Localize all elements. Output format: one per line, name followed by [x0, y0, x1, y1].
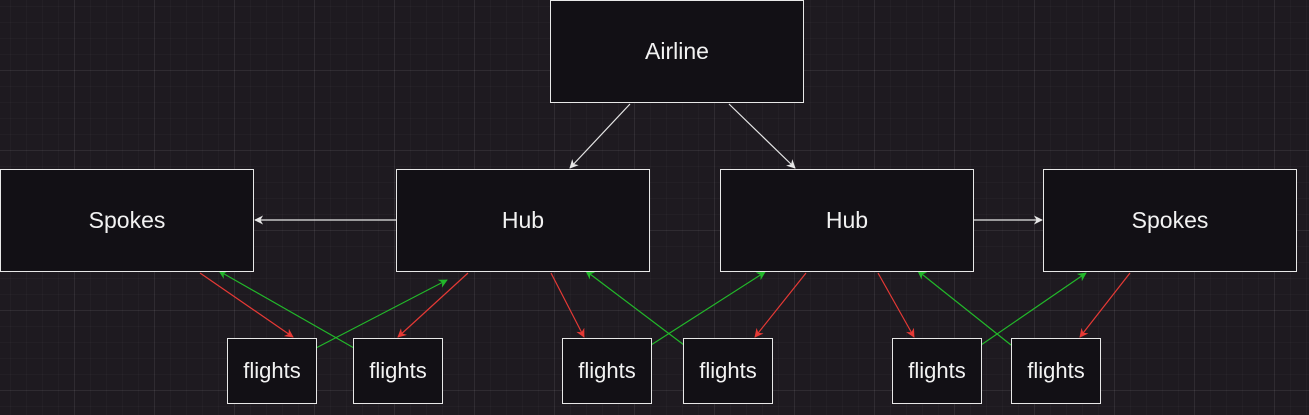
edge-flights-3-to-hub-right	[650, 271, 766, 346]
edge-airline-to-hub-left	[569, 103, 631, 169]
edge-flights-4-to-hub-left	[585, 270, 685, 346]
node-flights-5[interactable]: flights	[892, 338, 982, 404]
edge-flights-6-to-hub-right	[917, 270, 1012, 346]
node-airline[interactable]: Airline	[550, 0, 804, 103]
node-hub-right[interactable]: Hub	[720, 169, 974, 272]
edge-flights-5-to-spokes-right	[980, 272, 1087, 346]
node-spokes-right[interactable]: Spokes	[1043, 169, 1297, 272]
edge-hub-right-to-flights-4	[754, 272, 807, 338]
node-flights-6[interactable]: flights	[1011, 338, 1101, 404]
edge-hub-left-to-flights-3	[550, 272, 585, 338]
node-spokes-left[interactable]: Spokes	[0, 169, 254, 272]
node-flights-3[interactable]: flights	[562, 338, 652, 404]
edge-hub-right-to-flights-5	[877, 272, 915, 338]
edge-airline-to-hub-right	[728, 103, 796, 169]
edge-flights-2-to-spokes-left	[218, 270, 355, 349]
node-flights-4[interactable]: flights	[683, 338, 773, 404]
edge-flights-1-to-hub-left	[315, 279, 448, 349]
node-flights-1[interactable]: flights	[227, 338, 317, 404]
node-hub-left[interactable]: Hub	[396, 169, 650, 272]
edge-spokes-right-to-flights-6	[1079, 272, 1131, 338]
edge-spokes-left-to-flights-1	[199, 272, 294, 338]
edge-hub-left-to-flights-2	[397, 272, 469, 338]
node-flights-2[interactable]: flights	[353, 338, 443, 404]
